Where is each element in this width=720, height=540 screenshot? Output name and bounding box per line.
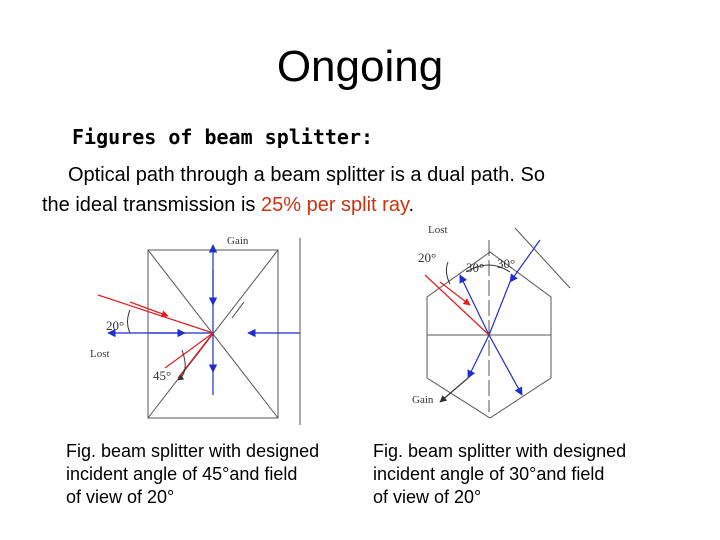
detector-line-top: [514, 227, 571, 289]
label-gain-right: Gain: [412, 394, 434, 406]
field-ray-lower-2: [177, 332, 214, 379]
paragraph-line-2-prefix: the ideal transmission is: [42, 194, 261, 216]
caption-right-line-3: of view of 20°: [373, 487, 482, 507]
label-lost-right: Lost: [428, 224, 448, 236]
label-incident-angle-left: 45°: [153, 368, 171, 383]
label-incident-angle-right: 30°: [497, 256, 515, 271]
gain-ray-right: [439, 377, 469, 403]
internal-ray-down: [467, 334, 490, 379]
caption-right-line-2: incident angle of 30°and field: [373, 464, 605, 484]
field-ray-right-arrow: [439, 281, 471, 306]
incident-angle-arc: [177, 349, 186, 381]
input-ray-upper: [509, 239, 541, 283]
slide-title: Ongoing: [276, 42, 444, 91]
right-beam-splitter-diagram: Lost Gain 20° 30° 30°: [412, 224, 571, 419]
field-ray-upper: [97, 294, 214, 334]
caption-left-line-2: incident angle of 45°and field: [66, 464, 298, 484]
normal-dash-1: [231, 301, 245, 319]
label-lost-left: Lost: [90, 348, 110, 360]
paragraph-line-2-suffix: .: [408, 194, 415, 216]
label-gain-left: Gain: [227, 235, 249, 247]
field-ray-upper-arrow: [129, 301, 169, 318]
paragraph-line-2: the ideal transmission is 25% per split …: [42, 190, 682, 220]
caption-right: Fig. beam splitter with designed inciden…: [373, 440, 673, 509]
subheading: Figures of beam splitter:: [72, 125, 374, 149]
incident-angle-arc-right: [465, 264, 511, 273]
label-field-angle-left: 20°: [106, 318, 124, 333]
highlighted-transmission: 25% per split ray: [260, 194, 409, 216]
input-ray-upper-cont: [488, 281, 511, 336]
label-incident-angle-left: 30°: [466, 260, 484, 275]
paragraph-line-1: Optical path through a beam splitter is …: [68, 164, 545, 186]
caption-left: Fig. beam splitter with designed inciden…: [66, 440, 366, 509]
transmitted-ray: [488, 334, 523, 396]
field-ray-lower: [164, 332, 214, 369]
field-angle-arc: [127, 309, 131, 334]
left-beam-splitter-diagram: Gain Lost 20° 45°: [90, 235, 301, 425]
field-angle-arc-right: [445, 261, 451, 285]
label-field-angle-right: 20°: [418, 250, 436, 265]
lost-ray-right: [459, 274, 490, 336]
caption-left-line-3: of view of 20°: [66, 487, 175, 507]
field-ray-right: [424, 274, 490, 336]
body-paragraph: Optical path through a beam splitter is …: [42, 160, 682, 220]
prism-hexagon: [426, 251, 552, 419]
caption-left-line-1: Fig. beam splitter with designed: [66, 441, 320, 461]
caption-right-line-1: Fig. beam splitter with designed: [373, 441, 627, 461]
